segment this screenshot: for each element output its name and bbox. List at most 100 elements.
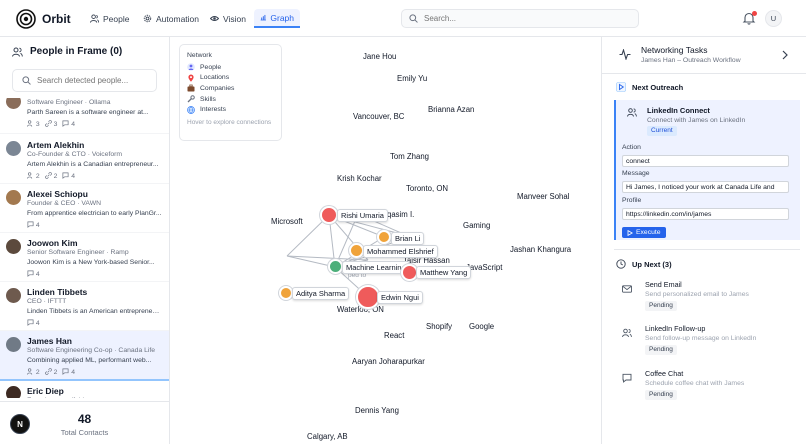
users-icon: [627, 108, 637, 117]
bell-icon[interactable]: [742, 11, 756, 25]
profile-field[interactable]: https://linkedin.com/in/james: [622, 208, 789, 220]
graph-label[interactable]: Waterloo, ON: [337, 305, 384, 314]
legend-item-people[interactable]: People: [187, 62, 281, 73]
stat-chat-count: 4: [71, 369, 76, 376]
wrench-icon: [187, 95, 195, 103]
graph-node-mohammed-elshrief[interactable]: [349, 243, 364, 258]
chart-icon: [260, 14, 267, 21]
status-badge: Pending: [645, 390, 677, 400]
person-role: Software Engineering Co-op · Canada Life: [27, 347, 156, 354]
tab-automation[interactable]: Automation: [137, 9, 205, 28]
tasks-title: Networking Tasks: [641, 45, 708, 55]
legend-item-interests[interactable]: Interests: [187, 104, 281, 115]
global-search[interactable]: [401, 9, 639, 28]
graph-label[interactable]: Microsoft: [271, 217, 303, 226]
stat-chat-count: 4: [71, 173, 76, 180]
search-input[interactable]: [424, 14, 624, 23]
up-next-label: Up Next (3): [632, 259, 672, 269]
execute-label: Execute: [636, 229, 661, 236]
tab-graph-label: Graph: [270, 12, 294, 23]
action-field[interactable]: connect: [622, 155, 789, 167]
person-stats: 4: [27, 221, 40, 229]
user-avatar[interactable]: U: [765, 10, 782, 27]
tasks-panel: Networking Tasks James Han – Outreach Wo…: [601, 37, 806, 444]
graph-label[interactable]: Vancouver, BC: [353, 112, 405, 121]
tab-vision[interactable]: Vision: [204, 9, 252, 28]
graph-node-machine-learning[interactable]: [328, 259, 343, 274]
stat-people-count: 2: [35, 173, 40, 180]
legend-label: Locations: [200, 74, 230, 82]
graph-label[interactable]: React: [384, 331, 405, 340]
graph-label[interactable]: Gaming: [463, 221, 491, 230]
node-tag[interactable]: Matthew Yang: [416, 266, 472, 279]
legend-title: Network: [187, 52, 212, 59]
graph-label[interactable]: Brianna Azan: [428, 105, 475, 114]
orbit-logo-icon[interactable]: [16, 9, 36, 29]
message-field[interactable]: Hi James, I noticed your work at Canada …: [622, 181, 789, 193]
list-item[interactable]: Software Engineer · Ollama Parth Sareen …: [0, 98, 169, 134]
up-next-item-linkedin[interactable]: LinkedIn Follow-up Send follow-up messag…: [616, 324, 796, 364]
people-search-input[interactable]: [37, 76, 152, 85]
stat-chat-count: 4: [35, 222, 40, 229]
graph-node-rishi-umaria[interactable]: [320, 206, 338, 224]
avatar: [6, 141, 21, 156]
person-role: Co-Founder & CTO · Voiceform: [27, 151, 123, 158]
person-name: Joowon Kim: [27, 238, 78, 248]
graph-label[interactable]: Jane Hou: [363, 52, 397, 61]
up-next-item-email[interactable]: Send Email Send personalized email to Ja…: [616, 280, 796, 320]
legend-item-companies[interactable]: Companies: [187, 83, 281, 94]
graph-node-aditya-sharma[interactable]: [279, 286, 293, 300]
chat-icon: [62, 368, 69, 375]
up-next-item-coffee[interactable]: Coffee Chat Schedule coffee chat with Ja…: [616, 369, 796, 409]
network-graph[interactable]: Network People Locations Companies Skill…: [170, 37, 601, 444]
graph-label[interactable]: Emily Yu: [397, 74, 428, 83]
graph-label[interactable]: Aaryan Joharapurkar: [352, 357, 425, 366]
graph-label[interactable]: Dennis Yang: [355, 406, 399, 415]
graph-label[interactable]: Shopify: [426, 322, 453, 331]
legend-item-skills[interactable]: Skills: [187, 94, 281, 105]
next-outreach-label: Next Outreach: [632, 82, 684, 92]
graph-label[interactable]: Toronto, ON: [406, 184, 449, 193]
tasks-header: Networking Tasks James Han – Outreach Wo…: [602, 37, 806, 74]
list-item[interactable]: Linden Tibbets CEO · IFTTT Linden Tibbet…: [0, 282, 169, 331]
list-item[interactable]: Eric Diep Founder · manifold.xyz: [0, 382, 169, 398]
graph-label[interactable]: Calgary, AB: [307, 432, 348, 441]
node-tag[interactable]: Edwin Ngui: [377, 291, 423, 304]
list-item[interactable]: Artem Alekhin Co-Founder & CTO · Voicefo…: [0, 135, 169, 184]
people-panel-title: People in Frame (0): [30, 46, 123, 57]
list-item[interactable]: Joowon Kim Senior Software Engineer · Ra…: [0, 233, 169, 282]
node-tag[interactable]: Brian Li: [391, 232, 425, 245]
graph-label[interactable]: Jashan Khangura: [510, 245, 572, 254]
graph-label[interactable]: Krish Kochar: [337, 174, 382, 183]
person-desc: Parth Sareen is a software engineer at..…: [27, 109, 149, 116]
stat-link-count: 3: [53, 121, 58, 128]
status-badge: Pending: [645, 301, 677, 311]
task-subtitle: Connect with James on LinkedIn: [647, 117, 746, 124]
legend-item-locations[interactable]: Locations: [187, 73, 281, 84]
chevron-right-icon[interactable]: [781, 50, 789, 60]
tab-people[interactable]: People: [84, 9, 135, 28]
node-tag[interactable]: Machine Learning: [342, 261, 410, 274]
graph-label[interactable]: JavaScript: [466, 263, 503, 272]
execute-button[interactable]: Execute: [622, 227, 666, 238]
link-icon: [44, 120, 52, 127]
graph-label[interactable]: Google: [469, 322, 495, 331]
graph-label[interactable]: ped to: [348, 272, 367, 279]
node-tag[interactable]: Aditya Sharma: [292, 287, 350, 300]
graph-label[interactable]: qasim I.: [387, 210, 415, 219]
person-role: Senior Software Engineer · Ramp: [27, 249, 129, 256]
graph-label[interactable]: Tom Zhang: [390, 152, 430, 161]
tab-graph[interactable]: Graph: [254, 9, 300, 28]
person-stats: 2 2 4: [27, 172, 75, 180]
graph-label[interactable]: Taisir Hassan: [403, 256, 450, 265]
node-tag[interactable]: Mohammed Elshrief: [363, 245, 438, 258]
list-item[interactable]: Alexei Schiopu Founder & CEO · VAWN From…: [0, 184, 169, 233]
person-name: James Han: [27, 336, 72, 346]
graph-node-brian-li[interactable]: [377, 230, 391, 244]
node-tag[interactable]: Rishi Umaria: [337, 209, 388, 222]
status-badge: Current: [647, 126, 677, 136]
graph-label[interactable]: Manveer Sohal: [517, 192, 570, 201]
people-search[interactable]: [12, 69, 157, 92]
list-item-selected[interactable]: James Han Software Engineering Co-op · C…: [0, 331, 169, 381]
corner-badge-button[interactable]: N: [10, 414, 30, 434]
